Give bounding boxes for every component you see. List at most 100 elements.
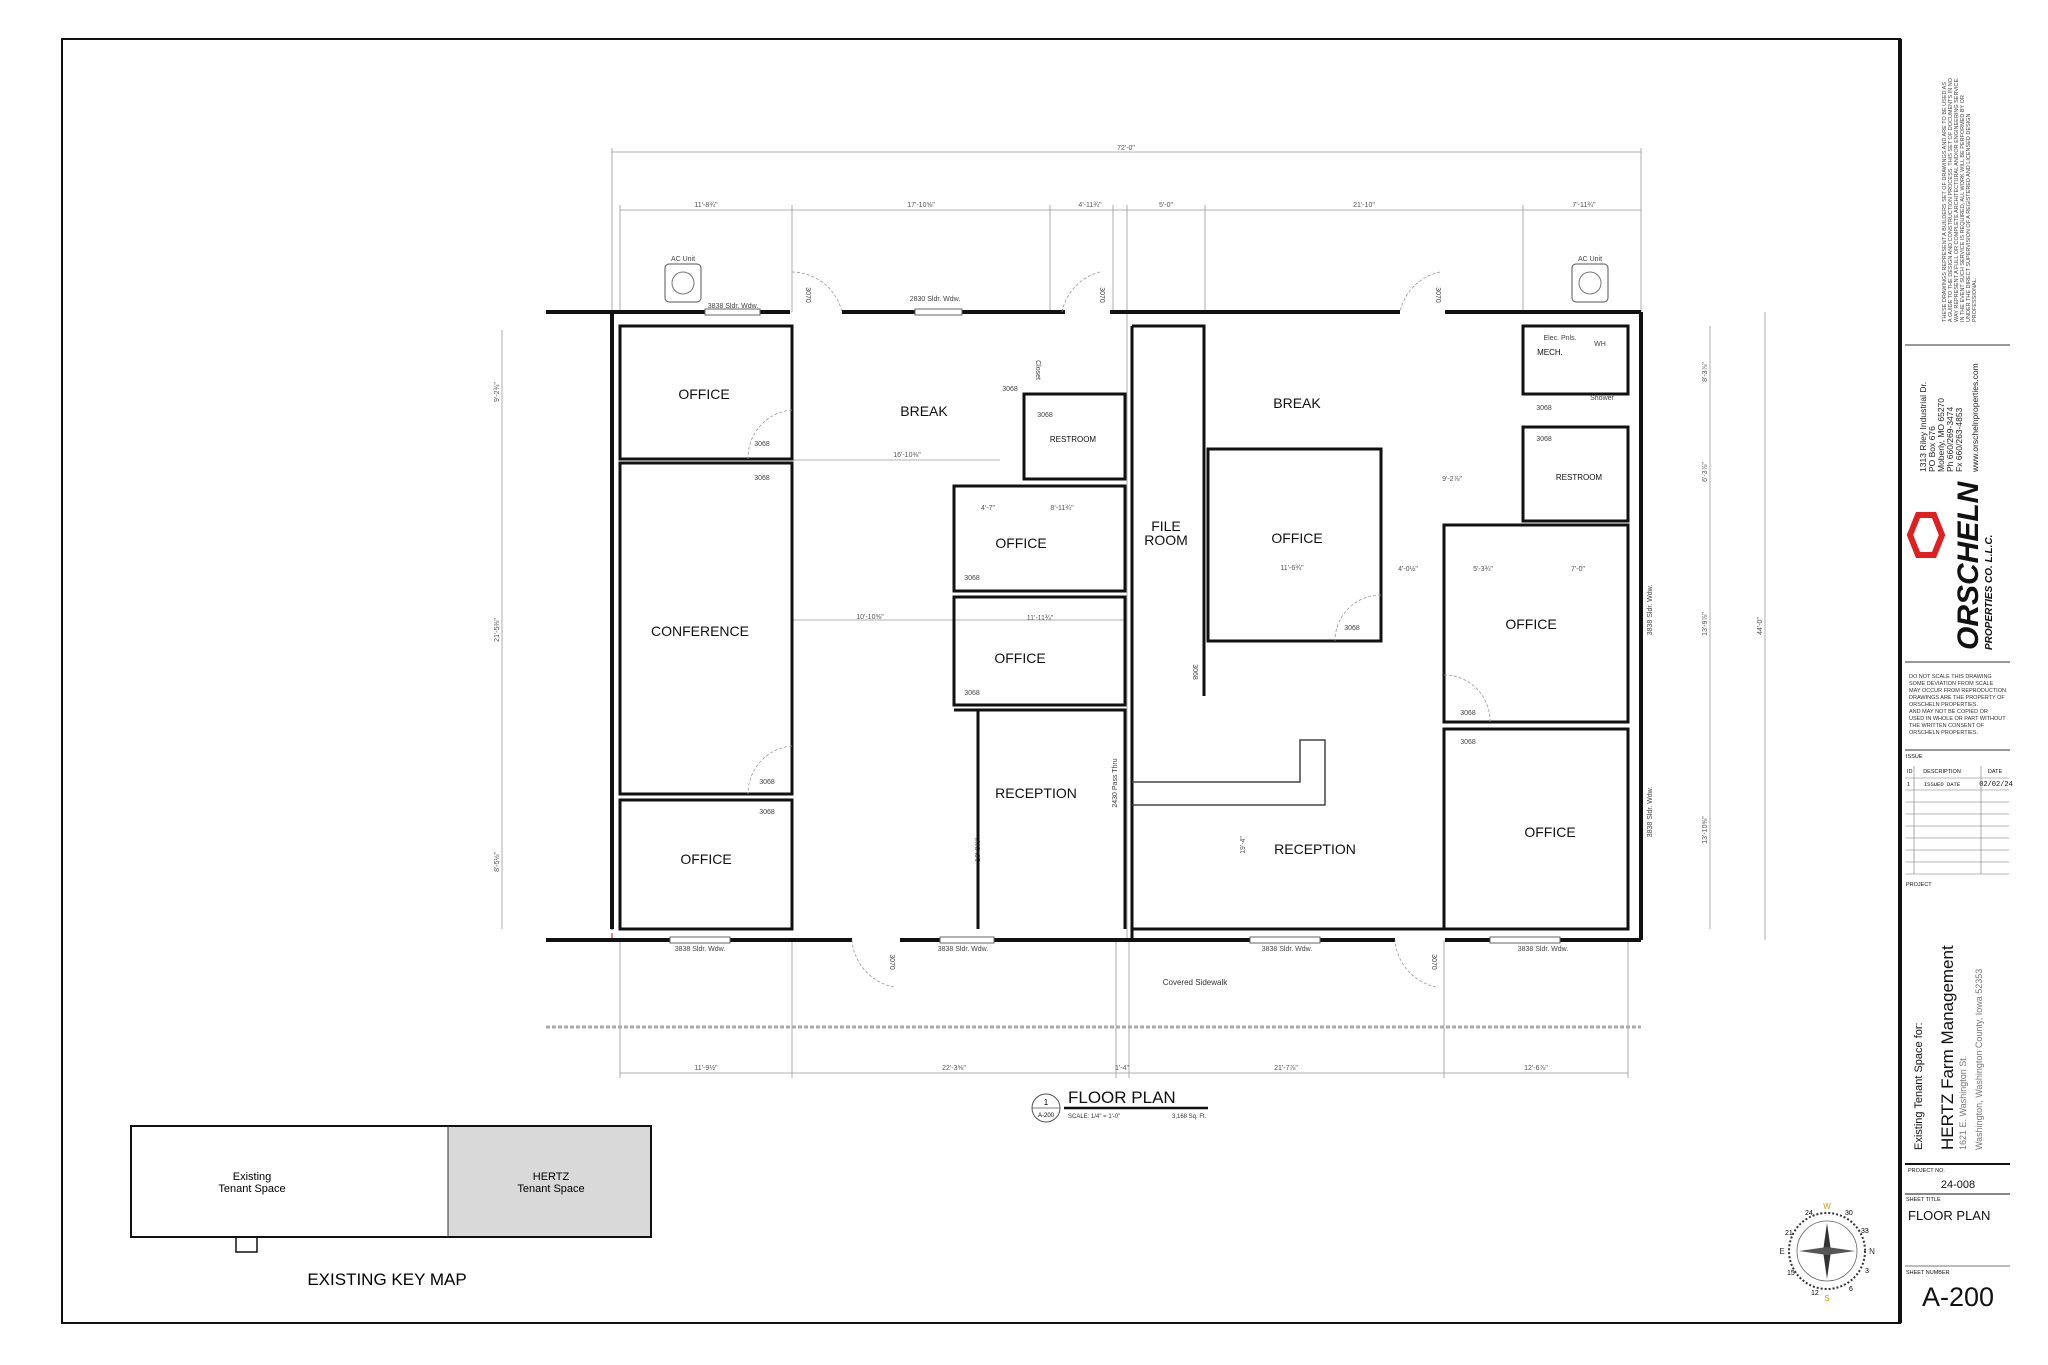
svg-text:AND MAY NOT BE COPIED OR: AND MAY NOT BE COPIED OR — [1909, 709, 1988, 715]
window-label: 3838 Sldr. Wdw. — [938, 946, 989, 953]
compass-number: 24 — [1805, 1210, 1813, 1217]
do-not-scale-notice: DO NOT SCALE THIS DRAWING SOME DEVIATION… — [1909, 674, 2008, 736]
dim-interior: 7'-0" — [1571, 566, 1585, 573]
compass-number: 15 — [1787, 1270, 1795, 1277]
dim-left: 9'-2¾" — [494, 382, 501, 402]
door-label: 3068 — [964, 690, 980, 697]
room-label-office: OFFICE — [995, 535, 1046, 551]
room-label-conference: CONFERENCE — [651, 623, 749, 639]
drawing-title: FLOOR PLAN — [1068, 1088, 1176, 1107]
door-label: 3070 — [804, 287, 811, 303]
dim-interior: 11'-11¾" — [1027, 615, 1054, 622]
svg-text:WAY REPRESENT A FULL OR COMPLE: WAY REPRESENT A FULL OR COMPLETE ARCHITE… — [1954, 77, 1960, 322]
interior-walls — [618, 324, 1630, 940]
company-address: 1313 Riley Industrial Dr. PO Box 676 Mob… — [1918, 363, 1980, 473]
svg-text:Moberly, MO 65270: Moberly, MO 65270 — [1936, 398, 1946, 472]
compass-number: 33 — [1861, 1228, 1869, 1235]
sheet-border — [61, 38, 1901, 1324]
exterior-walls — [546, 310, 1643, 942]
dim-right: 6'-3⅞" — [1702, 462, 1709, 482]
door-label: 3068 — [1037, 412, 1053, 419]
svg-text:DRAWINGS ARE THE PROPERTY OF: DRAWINGS ARE THE PROPERTY OF — [1909, 695, 2005, 701]
room-label-file-room: FILE — [1151, 518, 1181, 534]
room-label-office: OFFICE — [680, 851, 731, 867]
door-label: 3068 — [1191, 664, 1198, 680]
svg-text:A GUIDE TO THE DESIGN AND CONS: A GUIDE TO THE DESIGN AND CONSTRUCTION P… — [1948, 77, 1954, 322]
svg-text:ORSCHELN: ORSCHELN — [1952, 480, 1985, 650]
project-address: Washington, Washington County, Iowa 5235… — [1974, 969, 1984, 1150]
shower-label: Shower — [1590, 395, 1614, 402]
room-label-reception: RECEPTION — [1274, 841, 1356, 857]
door-label: 3068 — [1460, 739, 1476, 746]
room-label-restroom: RESTROOM — [1050, 435, 1097, 444]
dim-top: 7'-11¾" — [1572, 202, 1596, 209]
svg-text:PROPERTIES CO. L.L.C.: PROPERTIES CO. L.L.C. — [1984, 535, 1995, 650]
door-label: 3068 — [1536, 436, 1552, 443]
project-for: Existing Tenant Space for: — [1913, 1022, 1925, 1150]
room-label-break: BREAK — [900, 403, 948, 419]
key-map-hertz-label: Tenant Space — [517, 1183, 584, 1195]
dim-interior: 4'-7" — [981, 505, 995, 512]
svg-text:SOME DEVIATION FROM SCALE: SOME DEVIATION FROM SCALE — [1909, 681, 1994, 687]
compass-letter: N — [1869, 1247, 1875, 1256]
window-label: 2830 Sldr. Wdw. — [910, 296, 961, 303]
drawing-number: 1 — [1044, 1098, 1049, 1107]
dim-interior: 9'-2⅞" — [1442, 476, 1462, 483]
door-label: 3070 — [1430, 954, 1437, 970]
key-map: Existing Tenant Space HERTZ Tenant Space… — [130, 1125, 652, 1289]
room-label-office: OFFICE — [1271, 530, 1322, 546]
svg-text:IN THE EVENT SUCH SERVICE IS R: IN THE EVENT SUCH SERVICE IS REQUIRED, A… — [1960, 95, 1966, 322]
svg-text:DO NOT SCALE THIS DRAWING: DO NOT SCALE THIS DRAWING — [1909, 674, 1992, 680]
svg-text:ORSCHELN PROPERTIES.: ORSCHELN PROPERTIES. — [1909, 730, 1978, 736]
compass-icon: W S N E 24 30 33 3 6 12 15 21 — [1779, 1202, 1875, 1303]
dim-interior: 10'-10⅝" — [856, 614, 884, 621]
pass-thru-label: 2430 Pass Thru — [1112, 758, 1119, 807]
room-label-office: OFFICE — [1505, 616, 1556, 632]
room-label-reception: RECEPTION — [995, 785, 1077, 801]
door-label: 3068 — [759, 779, 775, 786]
ac-unit-icon — [1571, 263, 1609, 303]
room-label-office: OFFICE — [678, 386, 729, 402]
orscheln-logo: ORSCHELN PROPERTIES CO. L.L.C. — [1906, 480, 1995, 650]
door-label: 3068 — [759, 809, 775, 816]
svg-text:PROFESSIONAL.: PROFESSIONAL. — [1972, 277, 1978, 322]
key-map-title: EXISTING KEY MAP — [307, 1270, 466, 1289]
svg-text:ISSUED DATE: ISSUED DATE — [1924, 781, 1961, 788]
door-label: 3068 — [964, 575, 980, 582]
svg-text:DESCRIPTION: DESCRIPTION — [1923, 769, 1961, 775]
ac-unit-fan-icon — [671, 271, 695, 295]
dim-right: 13'-9⅞" — [1702, 612, 1709, 636]
room-label-file-room: ROOM — [1144, 532, 1188, 548]
door-label: 3068 — [1344, 625, 1360, 632]
ac-unit-label: AC Unit — [671, 256, 695, 263]
key-map-existing-label: Existing — [233, 1171, 272, 1183]
dim-bottom: 1'-4" — [1115, 1065, 1129, 1072]
window-label: 3838 Sldr. Wdw. — [708, 303, 759, 310]
svg-text:UNDER THE DIRECT SUPERVISION O: UNDER THE DIRECT SUPERVISION OF A REGIST… — [1966, 114, 1972, 322]
ac-unit-icon — [664, 263, 702, 303]
dim-top: 21'-10" — [1353, 202, 1375, 209]
dim-interior: 8'-11¾" — [1050, 505, 1074, 512]
sheet-title: FLOOR PLAN — [1908, 1208, 1990, 1223]
dim-interior: 11'-6¾" — [1280, 565, 1304, 572]
window-label: 3838 Sldr. Wdw. — [1647, 787, 1654, 838]
key-map-hertz-label: HERTZ — [533, 1171, 570, 1183]
dim-left: 21'-5⅜" — [494, 618, 501, 642]
dim-interior: 5'-3¾" — [1473, 566, 1493, 573]
svg-text:THESE DRAWINGS REPRESENT A BUI: THESE DRAWINGS REPRESENT A BUILDERS SET … — [1942, 82, 1948, 322]
room-label-office: OFFICE — [994, 650, 1045, 666]
issue-table: ID DESCRIPTION DATE 1 ISSUED DATE 02/02/… — [1905, 766, 2013, 875]
svg-text:THE WRITTEN CONSENT OF: THE WRITTEN CONSENT OF — [1909, 723, 1985, 729]
svg-text:MAY OCCUR FROM REPRODUCTION.: MAY OCCUR FROM REPRODUCTION. — [1909, 688, 2008, 694]
svg-text:PO Box 676: PO Box 676 — [1927, 426, 1937, 472]
door-label: 3068 — [1002, 386, 1018, 393]
dim-bottom: 12'-6⅞" — [1524, 1065, 1548, 1072]
sheet-number: A-200 — [1922, 1282, 1994, 1312]
drawing-sheet-ref: A-200 — [1038, 1113, 1055, 1119]
dim-right: 13'-10⅝" — [1702, 816, 1709, 844]
covered-sidewalk-label: Covered Sidewalk — [1163, 978, 1228, 987]
compass-letter: S — [1824, 1294, 1829, 1303]
door-label: 3068 — [754, 475, 770, 482]
dim-right: 8'-3⅞" — [1702, 362, 1709, 382]
